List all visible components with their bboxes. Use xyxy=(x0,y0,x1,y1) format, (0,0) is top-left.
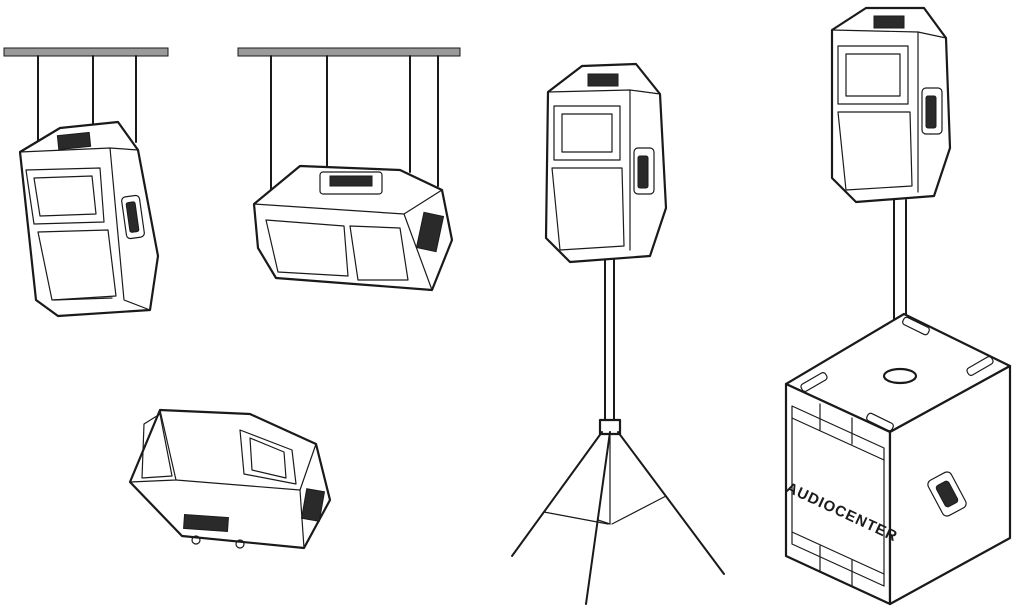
tripod-leg xyxy=(617,431,725,575)
horn-waveguide xyxy=(349,225,409,281)
tripod-brace xyxy=(543,511,609,525)
skid-rail xyxy=(902,316,930,336)
side-handle-icon xyxy=(921,87,943,135)
ceiling-bar-left xyxy=(3,47,169,57)
rear-handle-icon xyxy=(183,513,229,533)
side-handle-icon xyxy=(633,147,655,195)
top-handle-icon xyxy=(319,171,383,195)
floor-monitor-view xyxy=(128,408,332,550)
ceiling-bar-right xyxy=(237,47,461,57)
rear-panel-icon xyxy=(415,211,445,253)
speaker-cabinet xyxy=(128,408,332,550)
horn-waveguide xyxy=(553,105,621,161)
tripod-brace xyxy=(611,495,667,525)
speaker-cabinet xyxy=(252,164,454,292)
woofer-grille xyxy=(551,167,625,251)
woofer-grille xyxy=(837,111,913,191)
horn-waveguide xyxy=(239,429,297,485)
woofer-grille xyxy=(37,229,117,301)
speaker-cabinet xyxy=(18,120,160,318)
rear-panel-icon xyxy=(300,488,326,522)
tripod-leg xyxy=(511,431,603,557)
skid-rail xyxy=(966,356,994,376)
woofer-grille xyxy=(265,219,349,277)
subwoofer-pole-view: AUDIOCENTER xyxy=(783,6,1012,606)
suspended-horizontal-view xyxy=(237,47,461,292)
horn-waveguide xyxy=(25,167,105,225)
tripod-stand-view xyxy=(511,62,725,605)
side-handle-icon xyxy=(121,194,145,240)
skid-rail xyxy=(800,372,828,392)
suspended-vertical-view xyxy=(3,47,169,318)
speaker-cabinet xyxy=(830,6,952,204)
carry-handle-icon xyxy=(873,15,905,29)
pole-socket xyxy=(882,367,918,385)
tripod-leg xyxy=(585,431,611,605)
carry-handle-icon xyxy=(587,73,619,87)
front-grille xyxy=(791,405,885,587)
horn-waveguide xyxy=(837,45,909,105)
tripod-brace xyxy=(597,519,611,525)
side-handle-icon xyxy=(927,471,967,517)
woofer-grille xyxy=(141,413,173,479)
carry-handle-icon xyxy=(56,131,92,151)
